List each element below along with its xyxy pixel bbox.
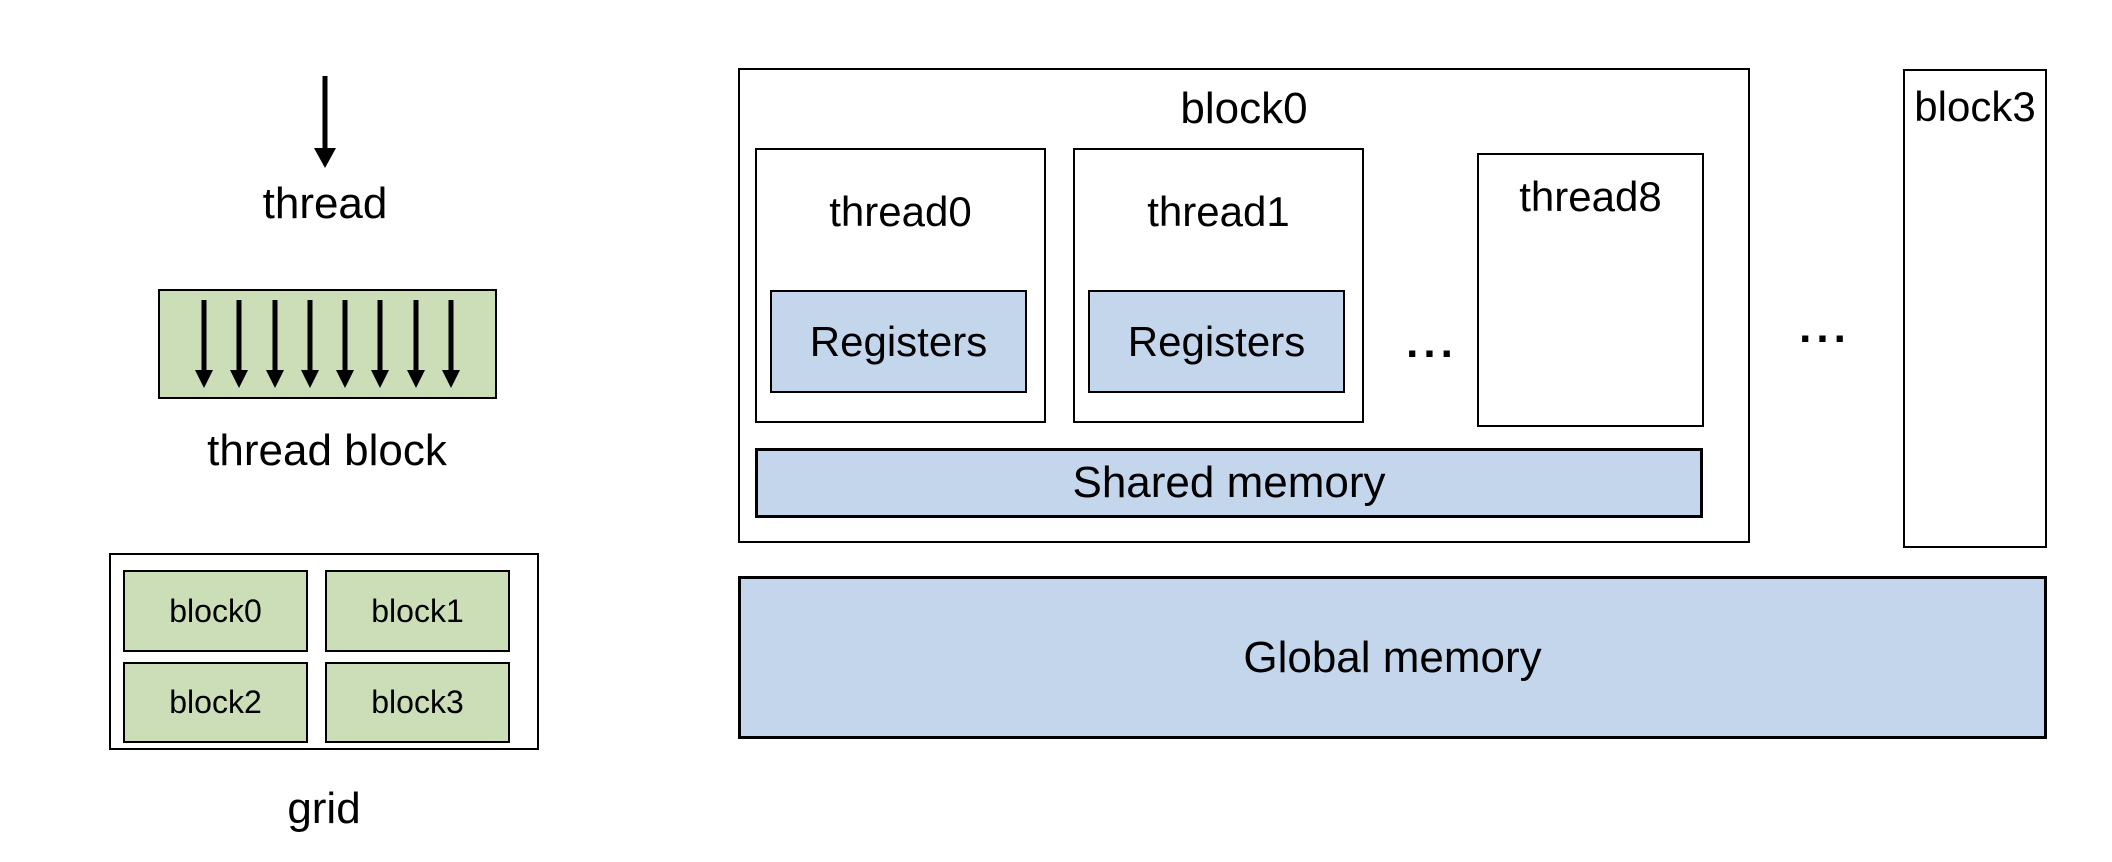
block0-title: block0 [1180,84,1308,133]
global-memory-label: Global memory [1243,632,1542,682]
grid-block-3-label: block3 [371,684,464,720]
grid-label: grid [287,784,361,833]
down-arrow-icon [406,300,426,388]
grid-block-3: block3 [325,662,510,743]
thread-block-label: thread block [207,426,447,475]
down-arrow-icon [265,300,285,388]
shared-memory-label: Shared memory [1072,458,1386,507]
grid-block-0-label: block0 [169,592,262,629]
down-arrow-icon [441,300,461,388]
down-arrow-icon [194,300,214,388]
down-arrow-icon [229,300,249,388]
registers-box-thread0: Registers [770,290,1027,393]
thread-arrow-icon [310,76,340,168]
grid-block-1-label: block1 [371,592,464,629]
arrow-shaft [322,76,328,148]
registers-label: Registers [809,317,988,365]
global-memory-bar: Global memory [738,576,2047,739]
grid-block-1: block1 [325,570,510,652]
thread-label: thread [262,179,388,228]
arrow-head [314,148,336,168]
registers-label: Registers [1127,317,1306,365]
thread-block-arrows [194,300,461,388]
thread8-box: thread8 [1477,153,1704,427]
grid-box: block0 block1 block2 block3 [109,553,539,750]
registers-box-thread1: Registers [1088,290,1345,393]
grid-block-0: block0 [123,570,308,652]
block3-title: block3 [1914,83,2036,130]
block0-box: block0 thread0 Registers thread1 Registe… [738,68,1750,543]
shared-memory-bar: Shared memory [755,448,1703,518]
thread1-label: thread1 [1147,188,1290,235]
down-arrow-icon [335,300,355,388]
down-arrow-icon [300,300,320,388]
thread1-box: thread1 Registers [1073,148,1364,423]
grid-block-2: block2 [123,662,308,743]
thread-block-box [158,289,497,399]
blocks-ellipsis: ... [1799,303,1851,352]
thread0-label: thread0 [829,188,972,235]
grid-block-2-label: block2 [169,684,262,720]
thread8-label: thread8 [1519,173,1662,220]
threads-ellipsis: ... [1406,318,1458,367]
block3-box: block3 [1903,69,2047,548]
thread0-box: thread0 Registers [755,148,1046,423]
down-arrow-icon [370,300,390,388]
